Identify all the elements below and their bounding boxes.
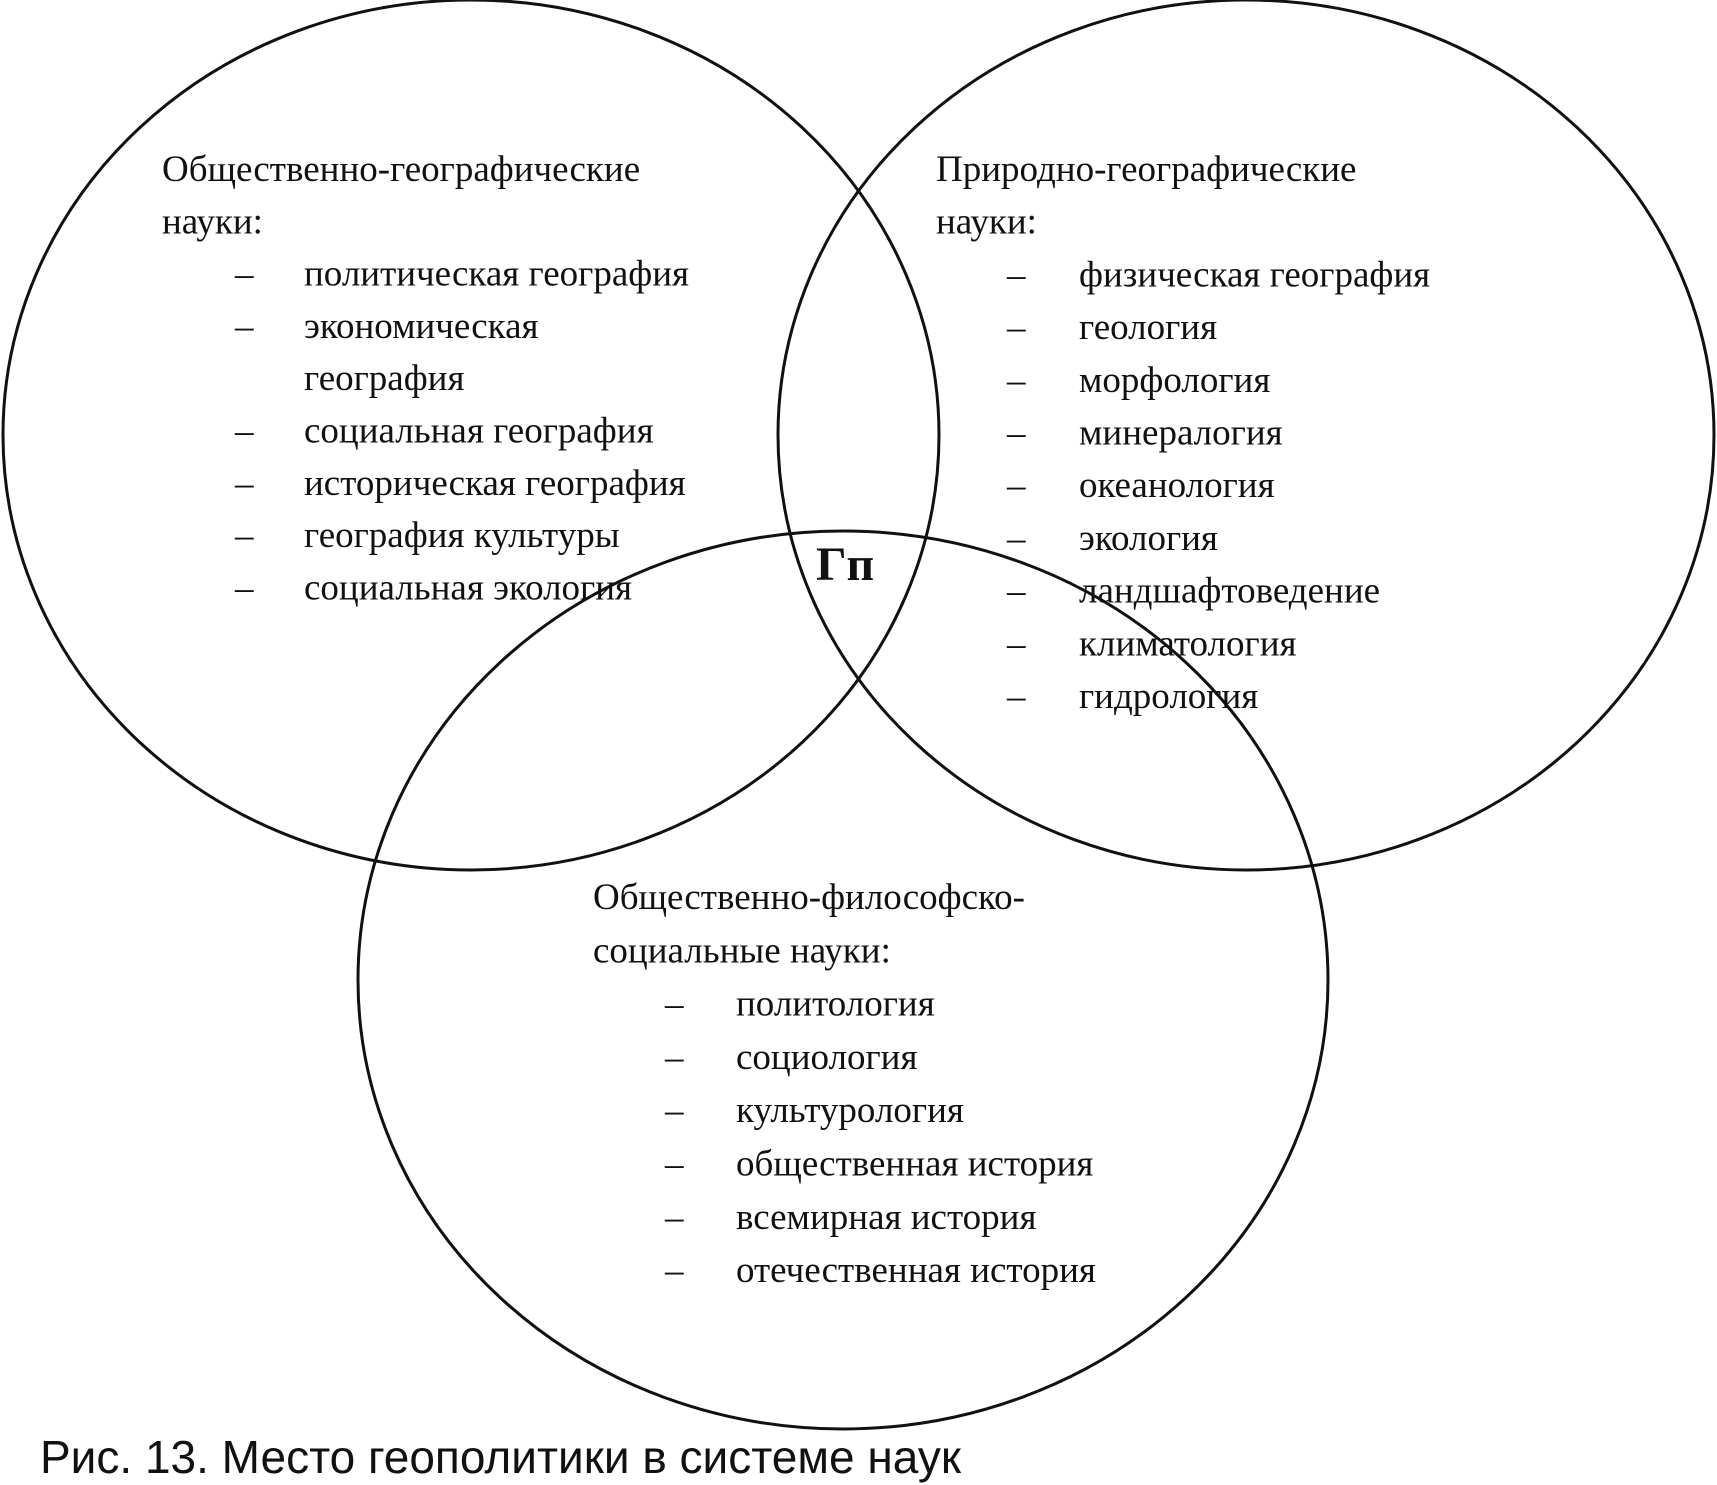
set-heading-social-philosophical: социальные науки:	[593, 930, 891, 971]
bullet-dash: –	[664, 1090, 684, 1131]
figure-caption: Рис. 13. Место геополитики в системе нау…	[40, 1431, 962, 1483]
list-item: политическая география	[304, 254, 689, 295]
list-item: география культуры	[304, 515, 620, 556]
list-item: климатология	[1079, 623, 1297, 664]
bullet-dash: –	[234, 567, 254, 608]
bullet-dash: –	[1006, 623, 1026, 664]
list-item: политология	[736, 984, 935, 1025]
list-item: социология	[736, 1037, 918, 1078]
set-heading-social-geographic: Общественно-географические	[162, 149, 640, 190]
list-item: геология	[1079, 307, 1217, 348]
bullet-dash: –	[234, 515, 254, 556]
bullet-dash: –	[1006, 254, 1026, 295]
list-item: экология	[1079, 518, 1218, 559]
list-item: физическая география	[1079, 254, 1430, 295]
circle-social-philosophical	[356, 529, 1330, 1431]
bullet-dash: –	[1006, 307, 1026, 348]
bullet-dash: –	[1006, 518, 1026, 559]
bullet-dash: –	[664, 1197, 684, 1238]
list-item: география	[304, 358, 465, 399]
list-item: гидрология	[1079, 676, 1258, 717]
bullet-dash: –	[234, 254, 254, 295]
list-item: минералогия	[1079, 413, 1283, 454]
list-item: социальная экология	[304, 567, 632, 608]
bullet-dash: –	[1006, 465, 1026, 506]
bullet-dash: –	[1006, 413, 1026, 454]
set-heading-natural-geographic: Природно-географические	[936, 149, 1356, 190]
bullet-dash: –	[234, 463, 254, 504]
bullet-dash: –	[664, 1250, 684, 1291]
list-item: морфология	[1079, 360, 1270, 401]
bullet-dash: –	[664, 984, 684, 1025]
bullet-dash: –	[1006, 360, 1026, 401]
circle-social-geographic	[1, 0, 941, 872]
circle-natural-geographic	[776, 0, 1716, 872]
set-heading-social-philosophical: Общественно-философско-	[593, 877, 1025, 918]
bullet-dash: –	[664, 1144, 684, 1185]
list-item: отечественная история	[736, 1250, 1096, 1291]
bullet-dash: –	[234, 411, 254, 452]
list-item: экономическая	[304, 306, 539, 347]
list-item: культурология	[736, 1090, 964, 1131]
bullet-dash: –	[1006, 571, 1026, 612]
list-item: историческая география	[304, 463, 686, 504]
bullet-dash: –	[1006, 676, 1026, 717]
bullet-dash: –	[664, 1037, 684, 1078]
set-heading-natural-geographic: науки:	[936, 202, 1037, 243]
list-item: общественная история	[736, 1144, 1093, 1185]
list-item: океанология	[1079, 465, 1275, 506]
list-item: ландшафтоведение	[1079, 571, 1380, 612]
list-item: социальная география	[304, 411, 654, 452]
list-item: всемирная история	[736, 1197, 1036, 1238]
center-label-geopolitics: Гп	[816, 538, 874, 591]
bullet-dash: –	[234, 306, 254, 347]
set-heading-social-geographic: науки:	[162, 201, 263, 242]
